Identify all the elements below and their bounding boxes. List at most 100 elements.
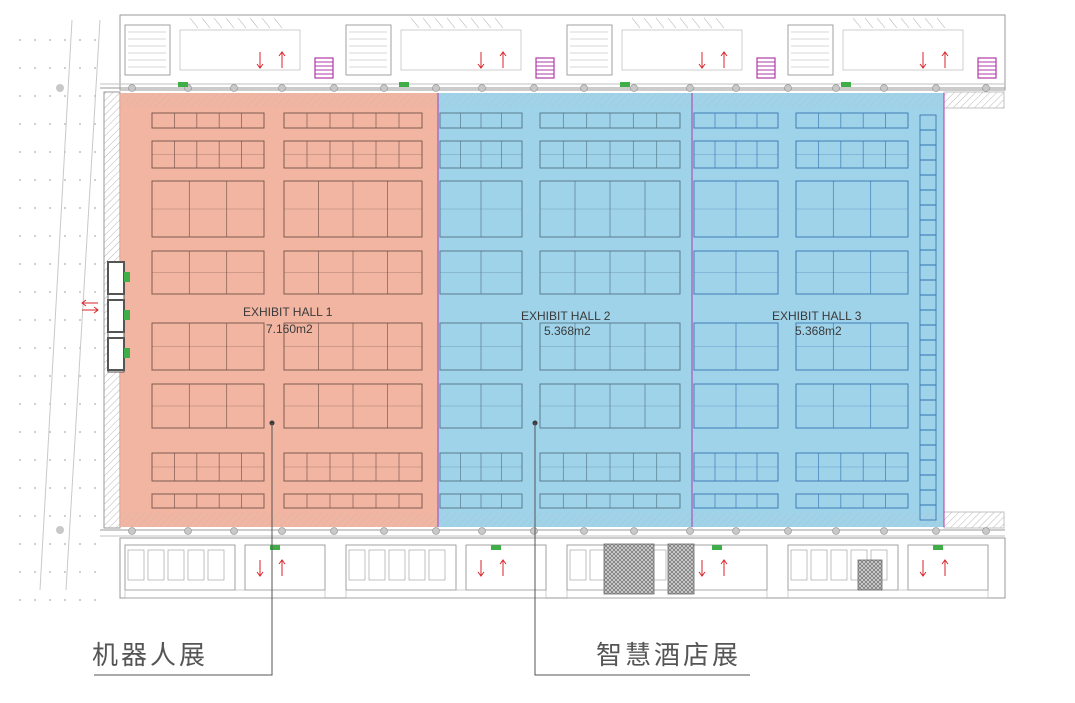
grid-dot (79, 487, 81, 489)
booth-block (795, 493, 909, 509)
bottom-service-strip (100, 529, 1006, 599)
grid-dot (34, 487, 36, 489)
diagonal-hatch (494, 17, 504, 29)
grid-dot (64, 515, 66, 517)
callout-leader-hotel (532, 420, 750, 676)
grid-dot (79, 39, 81, 41)
grid-dot (34, 571, 36, 573)
toilet-stall (790, 549, 808, 581)
grid-dot (19, 39, 21, 41)
exhibit-hall-2-area[interactable] (438, 93, 692, 527)
column (432, 527, 440, 535)
column (230, 527, 238, 535)
grid-dot (79, 431, 81, 433)
column (580, 527, 588, 535)
column (278, 527, 286, 535)
grid-dot (19, 95, 21, 97)
booth-block (151, 112, 265, 129)
toilet-stall (368, 549, 386, 581)
grid-dot (94, 235, 96, 237)
diagonal-hatch (667, 17, 677, 29)
exit-sign-icon (841, 82, 851, 87)
diagonal-hatch (679, 17, 689, 29)
equipment-room (603, 543, 655, 595)
column (530, 84, 538, 92)
service-room (621, 29, 743, 71)
grid-dot (94, 375, 96, 377)
diagonal-hatch (876, 17, 886, 29)
diagonal-hatch (852, 17, 862, 29)
grid-dot (34, 319, 36, 321)
diagonal-hatch (900, 17, 910, 29)
grid-dot (19, 319, 21, 321)
grid-dot (19, 403, 21, 405)
grid-dot (94, 431, 96, 433)
toilet-stall (408, 549, 426, 581)
grid-dot (79, 291, 81, 293)
grid-dot (49, 235, 51, 237)
exit-arrow-head (698, 63, 706, 69)
exit-arrow-head (941, 51, 949, 57)
exit-arrow-head (278, 559, 286, 565)
west-entry-arrows-icon (81, 299, 99, 314)
diagonal-hatch (249, 17, 259, 29)
exit-arrow-head (477, 571, 485, 577)
column (128, 84, 136, 92)
grid-dot (19, 459, 21, 461)
callout-smart-hotel-exhibition: 智慧酒店展 (596, 641, 742, 671)
exit-arrow-head (698, 571, 706, 577)
grid-dot (19, 487, 21, 489)
diagonal-hatch (470, 17, 480, 29)
exit-arrow-head (499, 51, 507, 57)
grid-dot (49, 179, 51, 181)
grid-dot (49, 599, 51, 601)
hall-3-area: 5.368m2 (795, 324, 842, 338)
grid-dot (64, 263, 66, 265)
grid-dot (49, 207, 51, 209)
column (580, 84, 588, 92)
column (128, 527, 136, 535)
column-marker (56, 84, 64, 92)
diagonal-hatch (201, 17, 211, 29)
toilet-stall (810, 549, 828, 581)
grid-dot (94, 319, 96, 321)
grid-dot (79, 123, 81, 125)
stair-accent (756, 57, 776, 79)
diagonal-hatch (434, 17, 444, 29)
grid-dot (94, 515, 96, 517)
column (686, 84, 694, 92)
callout-robot-exhibition: 机器人展 (92, 641, 209, 671)
grid-dot (94, 263, 96, 265)
grid-dot (34, 235, 36, 237)
grid-dot (94, 291, 96, 293)
booth-block (795, 112, 909, 129)
grid-dot (64, 571, 66, 573)
grid-dot (19, 431, 21, 433)
site-grid (19, 39, 96, 601)
column (932, 527, 940, 535)
exit-arrow-head (278, 51, 286, 57)
exit-arrow-head (919, 63, 927, 69)
grid-dot (34, 179, 36, 181)
exit-arrow-head (919, 571, 927, 577)
grid-dot (64, 487, 66, 489)
grid-dot (19, 207, 21, 209)
grid-dot (49, 319, 51, 321)
grid-dot (19, 347, 21, 349)
stair-core (787, 24, 834, 76)
grid-dot (19, 375, 21, 377)
diagonal-hatch (189, 17, 199, 29)
column (932, 84, 940, 92)
exhibit-hall-1-area[interactable] (120, 93, 438, 527)
toilet-stall (830, 549, 848, 581)
diagonal-hatch (691, 17, 701, 29)
hall-2-name: EXHIBIT HALL 2 (521, 309, 611, 323)
hall-2-area: 5.368m2 (544, 324, 591, 338)
grid-dot (19, 291, 21, 293)
grid-dot (94, 487, 96, 489)
exit-sign-icon (270, 545, 280, 550)
exit-sign-icon (178, 82, 188, 87)
service-room (842, 29, 964, 71)
grid-dot (49, 487, 51, 489)
grid-dot (19, 515, 21, 517)
